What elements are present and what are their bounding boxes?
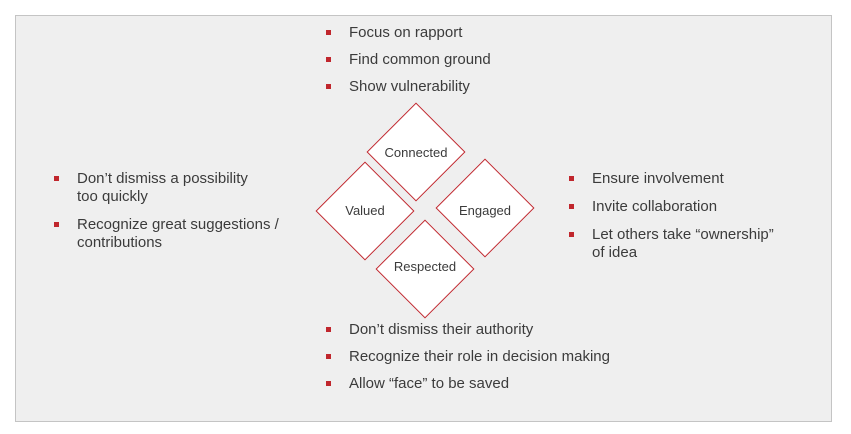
bullet-text-line: Invite collaboration: [592, 198, 718, 215]
bullet-square-icon: [326, 84, 331, 89]
engaged-bullets: Ensure involvement Invite collaboration …: [567, 170, 774, 272]
bullet-text-line: of idea: [592, 244, 638, 261]
bullet-item: Invite collaboration: [567, 198, 774, 216]
bullet-text-line: Recognize great suggestions /: [77, 216, 279, 233]
bullet-square-icon: [569, 204, 574, 209]
bullet-square-icon: [326, 327, 331, 332]
bullet-text-line: contributions: [77, 234, 163, 251]
diamond-label-valued: Valued: [345, 203, 385, 218]
bullet-text-line: Ensure involvement: [592, 170, 724, 187]
diamond-label-respected: Respected: [393, 259, 457, 274]
bullet-item: Ensure involvement: [567, 170, 774, 188]
diamond-label-engaged: Engaged: [458, 203, 512, 218]
bullet-square-icon: [54, 222, 59, 227]
bullet-square-icon: [54, 176, 59, 181]
bullet-item: Recognize their role in decision making: [324, 348, 610, 366]
bullet-item: Focus on rapport: [324, 24, 491, 42]
diamond-label-connected: Connected: [384, 145, 448, 160]
bullet-text-line: Let others take “ownership”: [592, 226, 774, 243]
bullet-text: Find common ground: [349, 51, 491, 68]
bullet-text-line: too quickly: [77, 188, 148, 205]
connected-bullets: Focus on rapport Find common ground Show…: [324, 24, 491, 105]
bullet-text: Recognize their role in decision making: [349, 348, 610, 365]
bullet-text: Show vulnerability: [349, 78, 470, 95]
bullet-square-icon: [326, 30, 331, 35]
bullet-item: Let others take “ownership”of idea: [567, 226, 774, 262]
bullet-item: Don’t dismiss their authority: [324, 321, 610, 339]
bullet-text: Allow “face” to be saved: [349, 375, 510, 392]
bullet-item: Allow “face” to be saved: [324, 375, 610, 393]
bullet-square-icon: [326, 57, 331, 62]
respected-bullets: Don’t dismiss their authority Recognize …: [324, 321, 610, 402]
bullet-text-line: Don’t dismiss a possibility: [77, 170, 248, 187]
bullet-square-icon: [569, 232, 574, 237]
bullet-text: Don’t dismiss their authority: [349, 321, 534, 338]
bullet-square-icon: [326, 381, 331, 386]
bullet-item: Recognize great suggestions /contributio…: [52, 216, 279, 252]
bullet-item: Show vulnerability: [324, 78, 491, 96]
bullet-text: Focus on rapport: [349, 24, 463, 41]
diagram-frame: [15, 15, 832, 422]
bullet-square-icon: [326, 354, 331, 359]
bullet-item: Find common ground: [324, 51, 491, 69]
bullet-square-icon: [569, 176, 574, 181]
